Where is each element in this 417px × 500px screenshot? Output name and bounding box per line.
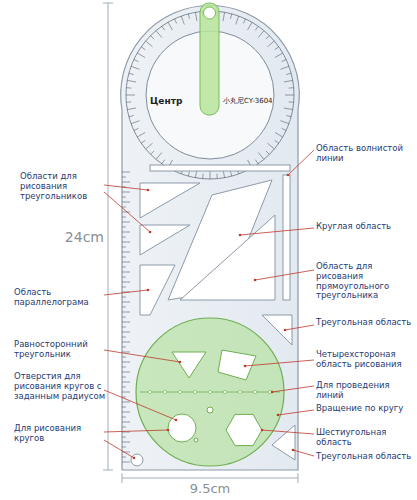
callout-label: Треугольная область — [316, 318, 414, 328]
leader-line — [272, 386, 314, 392]
ruler-imprint: Центр — [150, 96, 190, 106]
callout-label: Область волнистой линии — [316, 144, 414, 164]
leader-line — [104, 350, 180, 362]
leader-line — [285, 325, 314, 330]
leader-dot — [261, 429, 264, 432]
callout-label: Для рисования кругов — [14, 424, 106, 444]
leader-line — [104, 185, 148, 190]
leader-dot — [277, 414, 280, 417]
rotating-disc — [136, 318, 284, 466]
leader-line — [278, 410, 314, 415]
leader-line — [104, 440, 134, 458]
leader-dot — [149, 231, 152, 234]
leader-line — [262, 430, 314, 434]
leader-line — [245, 360, 314, 366]
leader-lines — [104, 150, 314, 459]
disc-cutouts — [168, 350, 262, 446]
leader-dot — [239, 234, 242, 237]
leader-dot — [133, 457, 136, 460]
leader-dot — [271, 391, 274, 394]
leader-dot — [254, 279, 257, 282]
callout-label: Области для рисования треугольников — [20, 172, 108, 201]
leader-dot — [244, 365, 247, 368]
leader-dot — [284, 329, 287, 332]
leader-line — [255, 270, 314, 280]
pointer-hole — [204, 7, 216, 19]
leader-line — [104, 390, 176, 420]
cutouts — [131, 165, 295, 466]
callout-label: Треугольная область — [316, 452, 414, 462]
callout-label: Четырехстороная область рисования — [316, 350, 414, 370]
callout-label: Шестиугольная область — [316, 428, 414, 448]
leader-dot — [179, 361, 182, 364]
callout-label: Отверстия для рисования кругов с заданны… — [14, 372, 106, 401]
leader-line — [104, 192, 150, 232]
leader-dot — [175, 419, 178, 422]
callout-label: Область для рисования прямоугольного тре… — [316, 262, 414, 301]
dimension-label: 9.5cm — [180, 482, 240, 495]
callout-label: Область параллелограма — [14, 288, 106, 308]
leader-dot — [147, 189, 150, 192]
ruler-scale — [122, 172, 130, 462]
dimension-lines — [103, 3, 298, 483]
leader-dot — [147, 289, 150, 292]
callout-label: Равносторонний треугольник — [14, 340, 106, 360]
dimension-label: 24cm — [58, 230, 104, 244]
ruler-imprint: 小丸尼CY-3604 — [223, 97, 283, 105]
callout-label: Для проведения линий — [316, 381, 414, 401]
leader-line — [288, 150, 314, 175]
green-pointer — [200, 3, 219, 115]
leader-dot — [287, 174, 290, 177]
leader-line — [293, 450, 314, 456]
leader-dot — [167, 429, 170, 432]
callout-label: Круглая область — [316, 222, 414, 232]
leader-dot — [292, 449, 295, 452]
leader-line — [104, 290, 148, 295]
leader-line — [104, 430, 168, 432]
callout-label: Вращение по кругу — [316, 404, 414, 414]
disc-holes — [148, 390, 271, 393]
leader-line — [240, 228, 314, 235]
